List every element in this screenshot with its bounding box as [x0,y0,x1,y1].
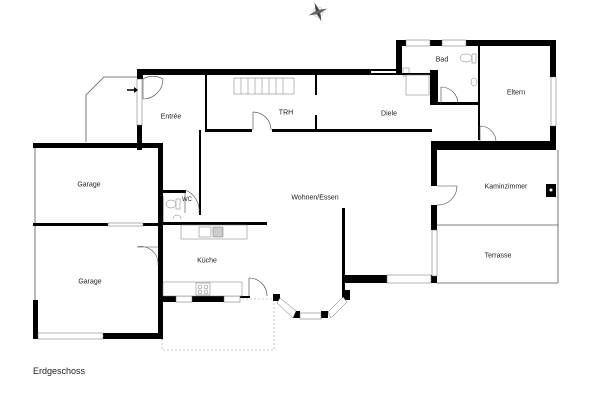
staircase [233,77,295,95]
floor-caption: Erdgeschoss [33,366,86,376]
room-label-eltern: Eltern [506,89,526,97]
room-label-wc: WC [182,197,192,203]
fixtures [162,53,478,297]
entrance-arrow-icon [127,87,138,93]
room-label-garage-2: Garage [78,278,102,286]
compass-icon [308,2,328,22]
room-label-entree: Entrée [160,113,182,121]
room-label-terrasse: Terrasse [484,252,512,260]
dashed-patio-outline [161,298,275,351]
room-label-wohnen-essen: Wohnen/Essen [291,194,339,202]
room-label-diele: Diele [381,110,397,118]
walls [33,40,556,339]
windows [37,39,557,340]
room-label-kueche: Küche [197,257,217,265]
room-label-garage-1: Garage [77,181,101,189]
room-label-bad: Bad [435,56,449,64]
room-label-trh: TRH [278,109,294,117]
room-label-kaminzimmer: Kaminzimmer [484,183,528,191]
door-swings [136,76,497,297]
